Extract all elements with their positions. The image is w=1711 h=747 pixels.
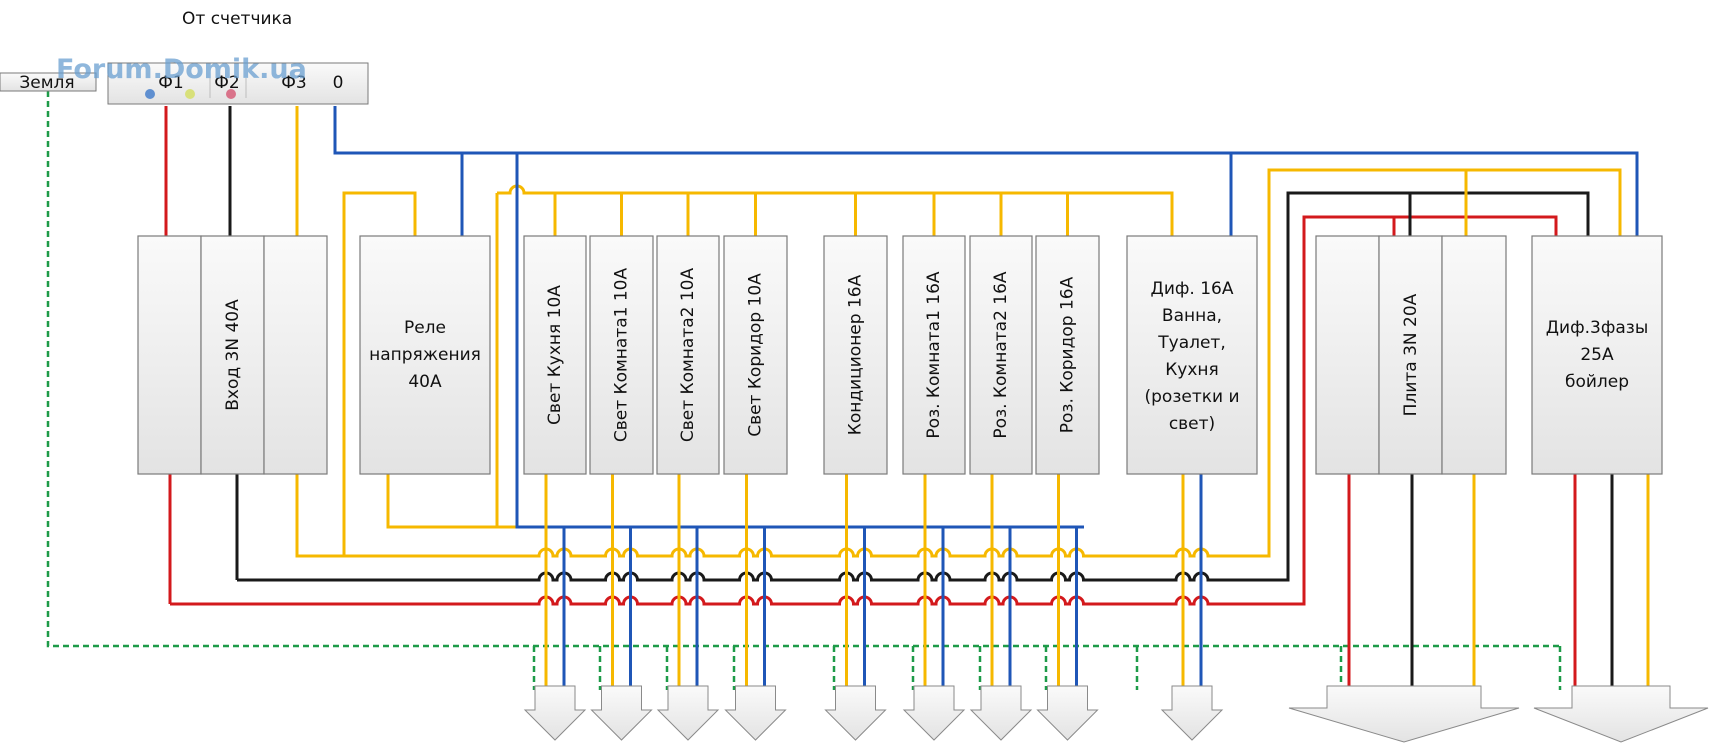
rcd-breaker-label: Туалет, bbox=[1157, 333, 1226, 353]
b3-breaker-label: Свет Комната2 10А bbox=[678, 267, 698, 442]
b8-breaker bbox=[1035, 235, 1100, 475]
pe-bus bbox=[46, 91, 1560, 648]
l3-bus bbox=[297, 168, 1622, 558]
load-wires bbox=[544, 474, 1650, 690]
watermark: Forum.Domik.ua bbox=[56, 54, 307, 85]
wide-arrow bbox=[1533, 685, 1709, 743]
main-breaker-pole bbox=[137, 235, 202, 475]
wide-arrow bbox=[1288, 685, 1520, 743]
rcd-breaker bbox=[1126, 235, 1258, 475]
voltage-relay bbox=[359, 235, 491, 475]
b8-breaker-label: Роз. Коридор 16А bbox=[1058, 276, 1078, 433]
b6-breaker bbox=[902, 235, 966, 475]
supply-wires bbox=[164, 106, 1639, 606]
down-arrow bbox=[1160, 685, 1224, 741]
b6-breaker-label: Роз. Комната1 16А bbox=[924, 271, 944, 438]
b4-breaker bbox=[723, 235, 788, 475]
boiler-rcd bbox=[1531, 235, 1663, 475]
terminal-label: Ф1 bbox=[158, 73, 183, 93]
down-arrow bbox=[1036, 685, 1099, 741]
stove-breaker-label: Плита 3N 20A bbox=[1401, 293, 1421, 416]
boiler-rcd-label: Диф.3фазы bbox=[1546, 318, 1649, 338]
b3-breaker bbox=[656, 235, 720, 475]
stove-breaker-pole bbox=[1315, 235, 1380, 475]
l3-relay-out bbox=[386, 474, 524, 529]
terminal-label: Ф3 bbox=[281, 73, 306, 93]
down-arrow bbox=[902, 685, 966, 741]
b5-breaker bbox=[823, 235, 888, 475]
stove-breaker-pole bbox=[1378, 235, 1443, 475]
down-arrow bbox=[969, 685, 1033, 741]
terminal-label: 0 bbox=[333, 73, 344, 93]
boiler-rcd-label: 25А bbox=[1580, 345, 1614, 365]
terminal-label: Ф2 bbox=[214, 73, 239, 93]
main-breaker-pole bbox=[263, 235, 328, 475]
down-arrow bbox=[824, 685, 887, 741]
meter-label: От счетчика bbox=[182, 9, 292, 29]
down-arrow bbox=[724, 685, 787, 741]
rcd-breaker-label: Кухня bbox=[1165, 360, 1219, 380]
l3-top-bus bbox=[497, 184, 1174, 236]
b4-breaker-label: Свет Коридор 10А bbox=[746, 273, 766, 437]
pe-wires bbox=[46, 91, 1562, 690]
down-arrow bbox=[656, 685, 720, 741]
main-breaker-label: Вход 3N 40A bbox=[223, 299, 243, 411]
load-arrows bbox=[523, 685, 1709, 743]
n-dist-bus bbox=[515, 153, 1084, 529]
l1-bus bbox=[170, 215, 1558, 606]
main-breaker-pole bbox=[200, 235, 265, 475]
b5-breaker-label: Кондиционер 16А bbox=[846, 274, 866, 435]
pink-dot-icon bbox=[226, 89, 236, 99]
rcd-breaker-label: Диф. 16А bbox=[1151, 279, 1234, 299]
b7-breaker-label: Роз. Комната2 16А bbox=[991, 271, 1011, 438]
l2-bus bbox=[237, 191, 1590, 582]
yellow-dot-icon bbox=[185, 89, 195, 99]
b1-breaker-label: Свет Кухня 10A bbox=[545, 285, 565, 425]
boiler-rcd-label: бойлер bbox=[1565, 372, 1629, 392]
rcd-breaker-label: свет) bbox=[1169, 414, 1215, 434]
blue-dot-icon bbox=[145, 89, 155, 99]
down-arrow bbox=[523, 685, 587, 741]
rcd-breaker-label: (розетки и bbox=[1145, 387, 1240, 407]
stove-breaker-pole bbox=[1441, 235, 1507, 475]
ground-terminal bbox=[0, 72, 97, 92]
b7-breaker bbox=[969, 235, 1033, 475]
voltage-relay-label: напряжения bbox=[369, 345, 481, 365]
b2-breaker bbox=[589, 235, 654, 475]
b1-breaker bbox=[523, 235, 587, 475]
n-main bbox=[333, 106, 1639, 236]
devices: Вход 3N 40A Реле напряжения 40А Свет Кухня 1… bbox=[137, 235, 1663, 475]
voltage-relay-label: Реле bbox=[404, 318, 446, 338]
rcd-breaker-label: Ванна, bbox=[1162, 306, 1222, 326]
l3-relay-in bbox=[295, 191, 417, 558]
voltage-relay-label: 40А bbox=[408, 372, 442, 392]
b2-breaker-label: Свет Комната1 10А bbox=[612, 267, 632, 442]
ground-label: Земля bbox=[19, 73, 74, 93]
down-arrow bbox=[590, 685, 653, 741]
